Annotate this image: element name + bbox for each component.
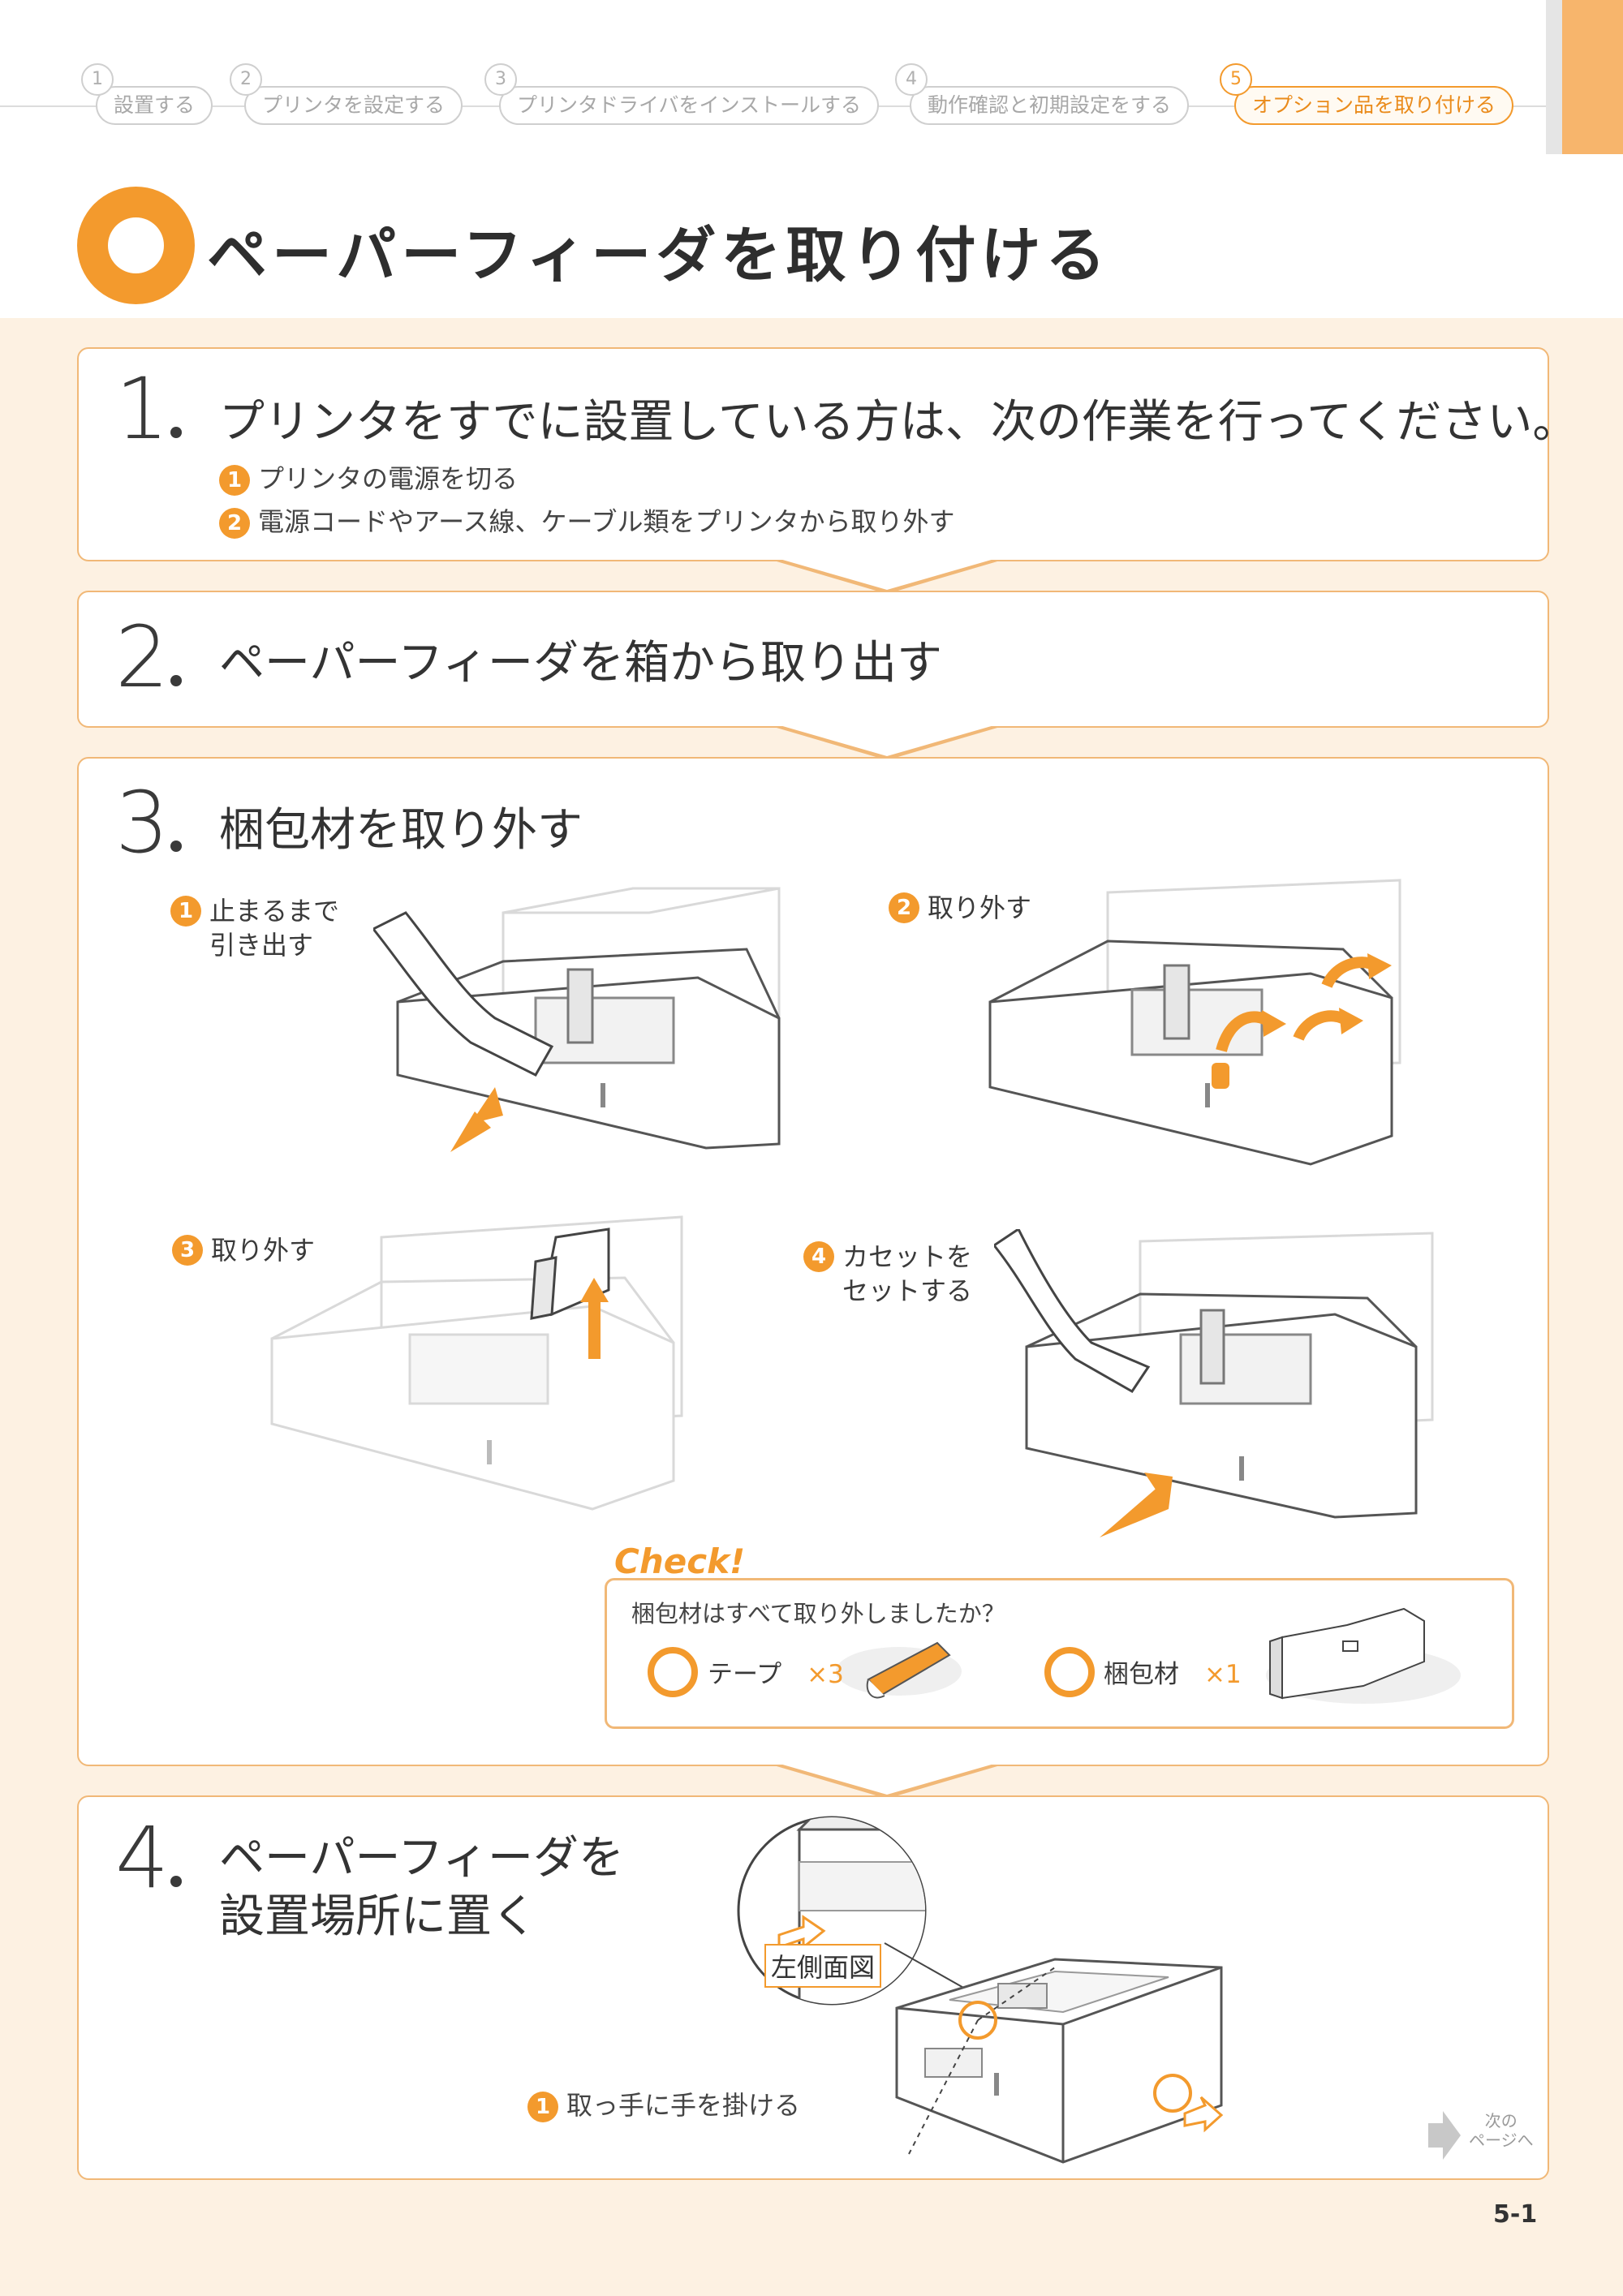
step-1-heading: プリンタをすでに設置している方は、次の作業を行ってください。 [219,396,1578,449]
check-question: 梱包材はすべて取り外しましたか？ [631,1600,1005,1627]
step-4-heading: ペーパーフィーダを 設置場所に置く [219,1829,624,1946]
header-side-strip [1546,0,1562,154]
step-3-sub-2: 2 取り外す [889,891,1031,925]
caption-line: カセットを [842,1241,973,1272]
ok-circle-icon [648,1647,698,1697]
packing-removal-illustration [270,1215,683,1511]
check-item-qty: ×1 [1204,1660,1242,1689]
nav-step-label: プリンタドライバをインストールする [499,86,880,125]
step-3-sub-1: 1 止まるまで引き出す [170,894,339,962]
step-2-number: 2 [115,615,183,699]
nav-step-number: 4 [895,63,928,96]
ok-circle-icon [1044,1647,1095,1697]
heading-line: ペーパーフィーダを [219,1832,624,1885]
chapter-tab [1562,0,1623,154]
nav-step-label: 動作確認と初期設定をする [910,86,1190,125]
next-page-text: 次の ページへ [1469,2111,1534,2150]
page-title: ペーパーフィーダを取り付ける [207,221,1111,290]
caption-line: 取り外す [928,892,1032,923]
step-1-item-2: 2 電源コードやアース線、ケーブル類をプリンタから取り外す [219,501,955,539]
step-4-sub-1: 1 取っ手に手を掛ける [527,2085,800,2122]
number-badge: 1 [219,465,250,496]
step-connector [777,559,997,594]
step-connector [777,725,997,760]
step-3-number: 3 [115,780,183,865]
step-3-sub-4: 4 カセットをセットする [803,1240,972,1308]
number-badge: 1 [170,896,201,927]
check-item-tape: テープ ×3 [708,1653,844,1690]
step-4-number: 4 [115,1816,183,1900]
side-view-label: 左側面図 [764,1944,882,1988]
number-badge: 3 [172,1235,203,1266]
check-item-packing: 梱包材 ×1 [1104,1653,1242,1690]
nav-step-label: プリンタを設定する [244,86,463,125]
nav-step-number: 3 [484,63,517,96]
step-3-sub-3: 3 取り外す [172,1233,315,1267]
caption-line: セットする [842,1275,973,1306]
tape-removal-illustration [988,879,1401,1166]
heading-line: 設置場所に置く [219,1890,537,1943]
number-badge: 2 [889,892,919,923]
nav-step-label: 設置する [96,86,213,125]
nav-step-number: 2 [230,63,262,96]
step-3-heading: 梱包材を取り外す [219,804,583,857]
nav-step-number: 5 [1220,63,1252,96]
step-1-item-1-text: プリンタの電源を切る [258,463,519,494]
paper-feeder-illustration [895,1958,1224,2164]
step-2-box [77,591,1549,760]
check-item-qty: ×3 [807,1660,844,1689]
step-1-item-1: 1 プリンタの電源を切る [219,458,518,496]
caption-line: 引き出す [209,930,314,961]
nav-step-number: 1 [81,63,114,96]
number-badge: 2 [219,508,250,539]
check-title: Check! [614,1541,746,1581]
number-badge: 1 [527,2092,558,2122]
nav-step-label: オプション品を取り付ける [1234,86,1514,125]
page-number: 5-1 [1493,2200,1538,2229]
step-1-box [77,347,1549,594]
drawer-pull-illustration [373,887,781,1152]
cassette-set-illustration [994,1229,1434,1537]
step-1-number: 1 [115,367,183,451]
number-badge: 4 [803,1241,834,1272]
check-item-label: 梱包材 [1104,1660,1179,1689]
step-1-item-2-text: 電源コードやアース線、ケーブル類をプリンタから取り外す [258,506,955,537]
step-4-sub-1-text: 取っ手に手を掛ける [566,2090,801,2121]
caption-line: 止まるまで [209,896,340,927]
check-item-label: テープ [708,1660,782,1689]
step-connector [777,1764,997,1799]
title-ring-icon [77,187,195,304]
next-line: 次の [1484,2111,1518,2130]
step-2-heading: ペーパーフィーダを箱から取り出す [219,637,942,690]
next-arrow-icon [1428,2111,1461,2160]
caption-line: 取り外す [211,1235,316,1266]
next-line: ページへ [1469,2130,1534,2150]
tape-icon [866,1641,951,1699]
packing-material-icon [1269,1607,1425,1700]
